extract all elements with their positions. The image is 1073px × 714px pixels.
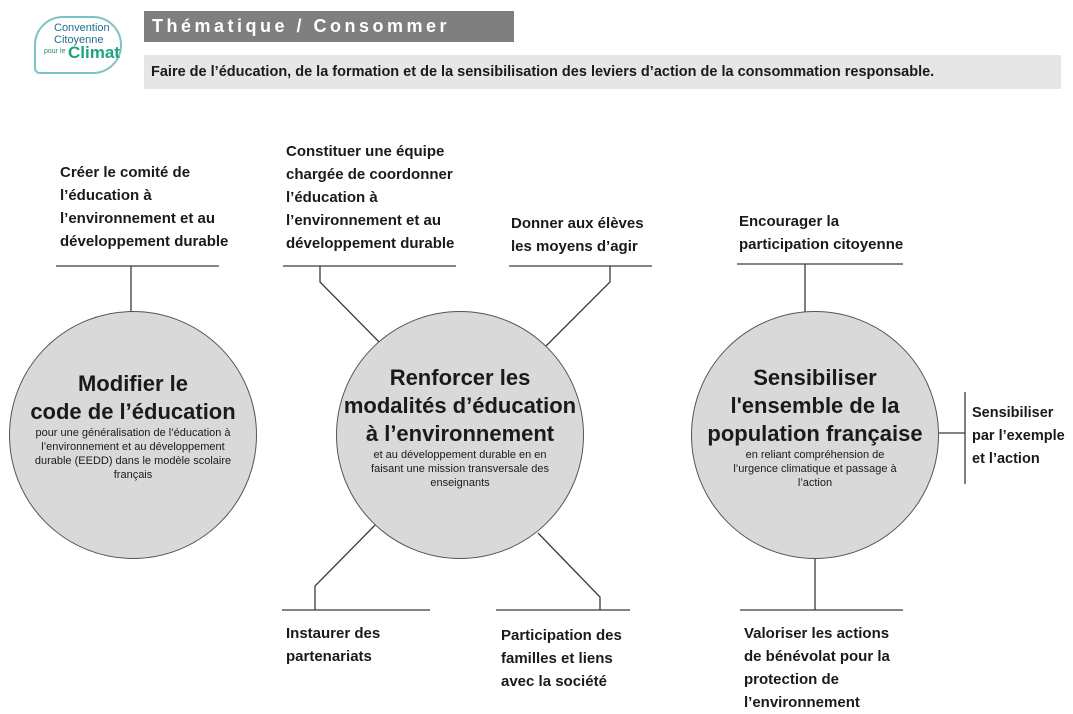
circle-desc-line: enseignants: [430, 477, 490, 489]
circle-desc-line: français: [113, 469, 153, 481]
label-line: les moyens d’agir: [511, 238, 638, 255]
circle-modifier-code: Modifier le code de l’éducation pour une…: [9, 311, 257, 559]
logo-text-line2: Citoyenne: [54, 34, 104, 46]
circle-desc-line: durable (EEDD) dans le modèle scolaire: [34, 455, 232, 467]
circle-desc-line: faisant une mission transversale des: [371, 463, 549, 475]
label-valoriser-benevolat: Valoriser les actions de bénévolat pour …: [744, 622, 890, 714]
circle-renforcer-modalites: Renforcer les modalités d’éducation à l’…: [336, 311, 584, 559]
label-instaurer-partenariats: Instaurer des partenariats: [286, 622, 380, 668]
circle-title-line: modalités d’éducation: [343, 393, 577, 418]
label-line: et l’action: [972, 451, 1040, 467]
connector-eleves-stem: [524, 266, 611, 368]
label-line: l’environnement: [744, 694, 860, 711]
circle-desc-line: l’action: [797, 477, 833, 489]
circle-title-line: l'ensemble de la: [730, 393, 900, 418]
label-line: Sensibiliser: [972, 405, 1054, 421]
speech-bubble-icon: [34, 16, 122, 74]
circle-desc-line: l’environnement et au développement: [41, 441, 225, 453]
label-line: développement durable: [286, 235, 455, 252]
label-line: chargée de coordonner: [286, 166, 453, 183]
label-participation-familles: Participation des familles et liens avec…: [501, 624, 622, 693]
label-line: protection de: [744, 671, 840, 688]
circle-title-line: à l’environnement: [365, 421, 555, 446]
circle-desc-line: en reliant compréhension de: [745, 449, 885, 461]
circle-title-line: population française: [707, 421, 923, 446]
connector-familles: [537, 532, 601, 610]
label-donner-eleves: Donner aux élèves les moyens d’agir: [511, 212, 644, 258]
label-line: Instaurer des: [286, 625, 381, 642]
label-line: partenariats: [286, 648, 372, 665]
label-line: Valoriser les actions: [744, 625, 890, 642]
circle-desc-line: l’urgence climatique et passage à: [733, 463, 897, 475]
label-encourager-participation: Encourager la participation citoyenne: [739, 210, 903, 256]
circle-title-line: Renforcer les: [389, 365, 531, 390]
circle-title-line: Modifier le: [77, 371, 188, 396]
label-line: participation citoyenne: [739, 236, 904, 253]
label-line: développement durable: [60, 233, 229, 250]
circle-sensibiliser-population: Sensibiliser l'ensemble de la population…: [691, 311, 939, 559]
logo-text-line4: Climat: [68, 43, 120, 62]
theme-title: Thématique / Consommer: [144, 11, 514, 42]
circle-desc-line: pour une généralisation de l’éducation à: [35, 427, 231, 439]
label-line: Encourager la: [739, 213, 840, 230]
label-line: Créer le comité de: [60, 164, 191, 181]
label-creer-comite: Créer le comité de l’éducation à l’envir…: [60, 161, 228, 253]
label-line: Participation des: [501, 627, 622, 644]
label-line: de bénévolat pour la: [744, 648, 890, 665]
label-sensibiliser-exemple: Sensibiliser par l’exemple et l’action: [972, 402, 1065, 471]
connector-partenariats: [314, 516, 384, 610]
label-line: familles et liens: [501, 650, 613, 667]
label-constituer-equipe: Constituer une équipe chargée de coordon…: [286, 140, 454, 255]
connector-equipe-stem: [319, 266, 384, 347]
label-line: l’éducation à: [60, 187, 152, 204]
circle-title-line: code de l’éducation: [30, 399, 236, 424]
convention-climat-logo: Convention Citoyenne pour le Climat: [30, 10, 142, 82]
label-line: l’environnement et au: [286, 212, 442, 229]
label-line: par l’exemple: [972, 428, 1065, 444]
circle-title-line: Sensibiliser: [753, 365, 877, 390]
label-line: l’environnement et au: [60, 210, 216, 227]
label-line: avec la société: [501, 673, 607, 690]
label-line: l’éducation à: [286, 189, 378, 206]
label-line: Donner aux élèves: [511, 215, 644, 232]
logo-text-line3: pour le: [44, 48, 66, 55]
label-line: Constituer une équipe: [286, 143, 445, 160]
logo-text-line1: Convention: [54, 22, 110, 34]
circle-desc-line: et au développement durable en en: [373, 449, 547, 461]
theme-subtitle: Faire de l’éducation, de la formation et…: [144, 55, 1061, 89]
